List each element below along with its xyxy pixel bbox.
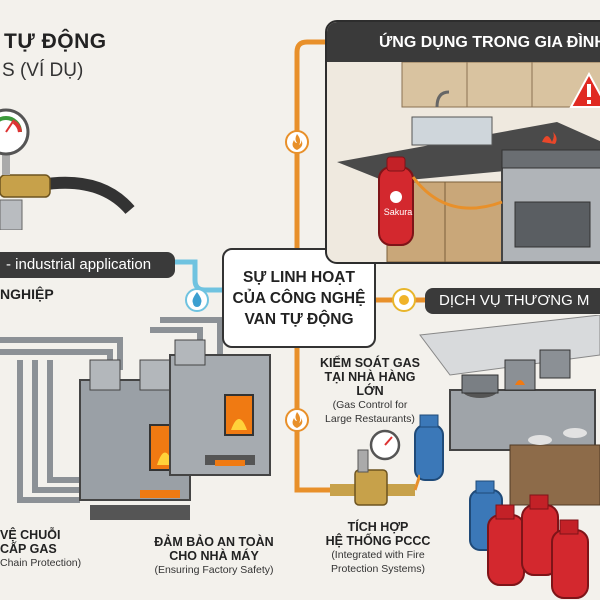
household-banner-label: ỨNG DỤNG TRONG GIA ĐÌNH xyxy=(379,34,600,51)
gas-cylinder-icon xyxy=(551,519,589,599)
label-right-line1: ĐẢM BẢO AN TOÀN xyxy=(154,535,274,549)
label-right-en: (Ensuring Factory Safety) xyxy=(154,564,274,576)
industrial-banner: - industrial application xyxy=(0,252,175,278)
integ-line1: TÍCH HỢP xyxy=(347,520,409,534)
central-hub-box: SỰ LINH HOẠT CỦA CÔNG NGHỆ VAN TỰ ĐỘNG xyxy=(222,248,376,348)
valve-gauge-illustration xyxy=(330,429,420,506)
control-line1: KIỂM SOÁT GAS xyxy=(319,356,420,370)
industrial-furnaces xyxy=(0,317,271,520)
control-en1: (Gas Control for xyxy=(332,399,408,411)
gauge-icon xyxy=(0,108,30,175)
label-right-line2: CHO NHÀ MÁY xyxy=(169,549,259,563)
commercial-kitchen-illustration xyxy=(414,315,600,599)
gas-regulator-illustration xyxy=(0,108,135,230)
label-left-en: Chain Protection) xyxy=(0,557,82,569)
household-panel: ỨNG DỤNG TRONG GIA ĐÌNH Sakura xyxy=(325,20,600,264)
integ-en1: (Integrated with Fire xyxy=(331,549,425,561)
connector-top xyxy=(294,39,330,248)
hub-line2: CỦA CÔNG NGHỆ xyxy=(232,289,366,307)
flame-icon xyxy=(285,408,309,432)
industrial-banner-label: - industrial application xyxy=(6,256,152,273)
industrial-heading: NGHIỆP xyxy=(0,286,54,302)
label-left-line1: VỆ CHUỖI xyxy=(0,528,61,542)
control-en2: Large Restaurants) xyxy=(325,413,415,425)
flame-icon xyxy=(285,130,309,154)
kitchen-illustration xyxy=(337,62,600,262)
cylinder-brand-label: Sakura xyxy=(383,207,413,217)
commercial-label-integration: TÍCH HỢP HỆ THỐNG PCCC (Integrated with … xyxy=(318,520,438,576)
flame-icon xyxy=(392,288,416,312)
page-title: TỰ ĐỘNG xyxy=(4,30,107,53)
integ-en2: Protection Systems) xyxy=(331,563,425,575)
industrial-label-left: VỆ CHUỖI CẤP GAS Chain Protection) xyxy=(0,528,92,570)
commercial-banner-label: DỊCH VỤ THƯƠNG M xyxy=(439,292,590,309)
hub-line1: SỰ LINH HOẠT xyxy=(243,268,355,286)
warning-icon xyxy=(569,72,600,108)
furnace-2 xyxy=(169,339,271,476)
connector-bottom xyxy=(294,344,340,493)
control-line2: TẠI NHÀ HÀNG LỚN xyxy=(324,370,416,398)
integ-line2: HỆ THỐNG PCCC xyxy=(325,534,431,548)
hub-line3: VAN TỰ ĐỘNG xyxy=(244,310,354,328)
connector-left xyxy=(170,259,222,293)
commercial-label-control: KIỂM SOÁT GAS TẠI NHÀ HÀNG LỚN (Gas Cont… xyxy=(315,356,425,426)
gas-cylinder-icon xyxy=(521,494,559,576)
gas-cylinder-icon xyxy=(487,504,525,586)
water-drop-icon xyxy=(185,288,209,312)
gas-cylinder-icon xyxy=(378,156,414,246)
industrial-label-right: ĐẢM BẢO AN TOÀN CHO NHÀ MÁY (Ensuring Fa… xyxy=(148,535,280,577)
gas-cylinder-icon xyxy=(414,414,444,481)
gauge-icon xyxy=(369,429,401,461)
commercial-banner: DỊCH VỤ THƯƠNG M xyxy=(425,288,600,314)
label-left-line2: CẤP GAS xyxy=(0,542,57,556)
page-subtitle: S (VÍ DỤ) xyxy=(2,60,84,81)
household-banner: ỨNG DỤNG TRONG GIA ĐÌNH xyxy=(327,22,600,62)
